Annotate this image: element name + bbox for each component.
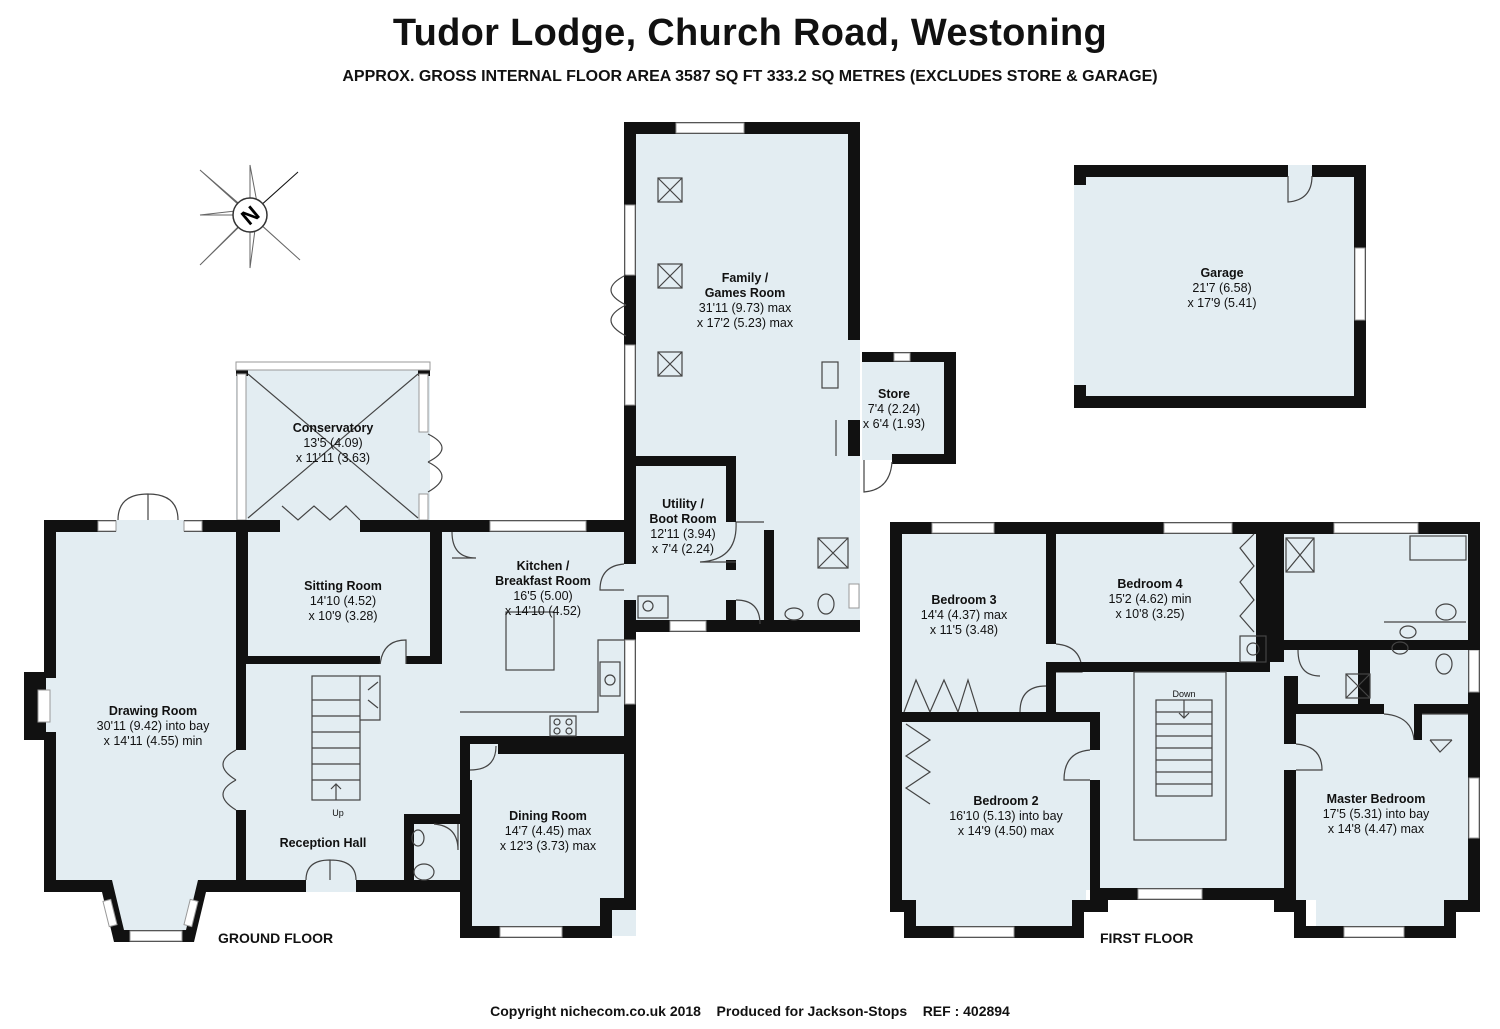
conservatory <box>235 361 443 522</box>
footer-copyright: Copyright nichecom.co.uk 2018 <box>490 1003 701 1019</box>
store-room <box>862 352 956 493</box>
stairs-down-label: Down <box>1172 689 1195 699</box>
compass-rose-icon: N <box>199 164 301 269</box>
footer-ref: REF : 402894 <box>922 1003 1010 1019</box>
plan-title: Tudor Lodge, Church Road, Westoning <box>392 12 1108 54</box>
footer: Copyright nichecom.co.uk 2018 Produced f… <box>0 1003 1500 1019</box>
floor-area-subtitle: APPROX. GROSS INTERNAL FLOOR AREA 3587 S… <box>342 68 1158 85</box>
garage <box>1074 165 1366 408</box>
kitchen-breakfast-room <box>430 520 636 771</box>
drawing-room <box>24 493 248 942</box>
stairs-up-label: Up <box>332 808 344 818</box>
footer-produced: Produced for Jackson-Stops <box>716 1003 908 1019</box>
reception-label: Reception Hall <box>280 836 367 850</box>
family-games-room <box>610 122 860 630</box>
dining-room <box>460 742 636 938</box>
utility-boot-room <box>624 456 860 632</box>
first-floor-label: FIRST FLOOR <box>1100 930 1193 946</box>
reception-hall <box>236 664 460 892</box>
first-floor-plan <box>890 522 1480 938</box>
ground-floor-label: GROUND FLOOR <box>218 930 333 946</box>
